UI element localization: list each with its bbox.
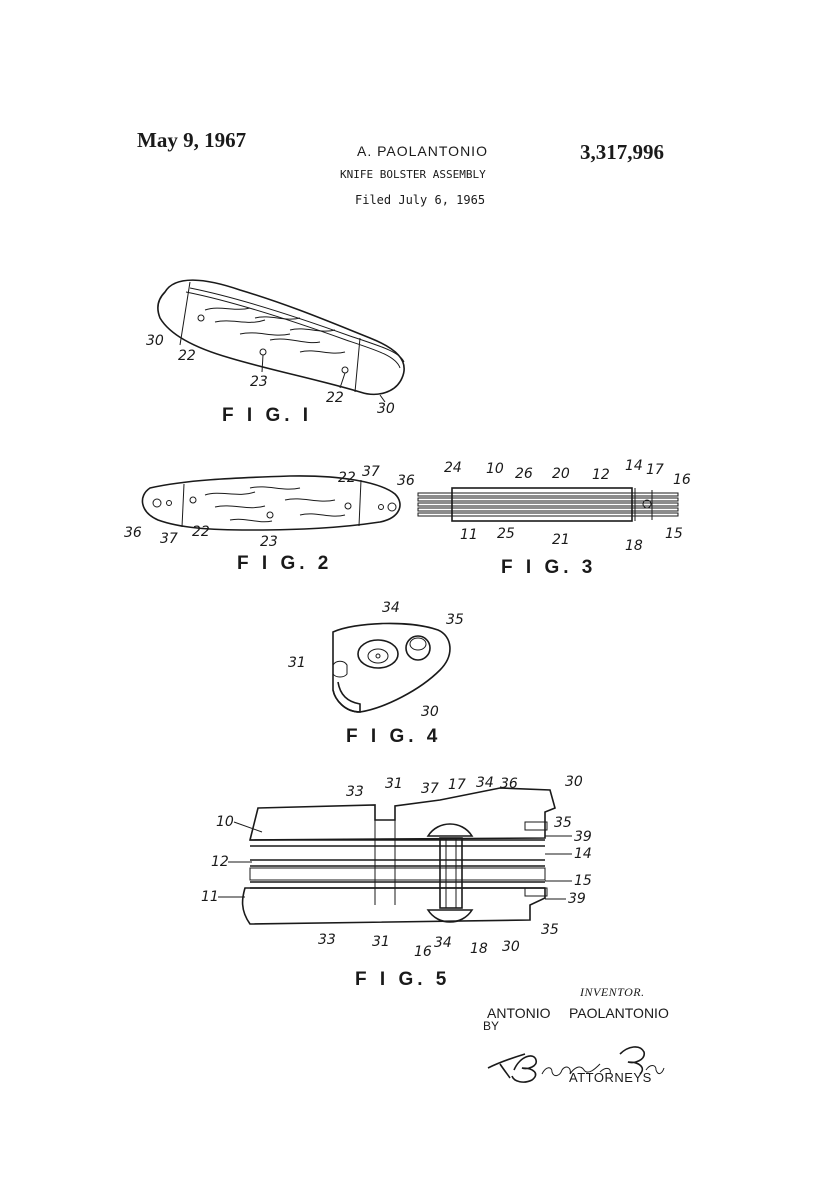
figure-4-label: F I G. 4: [346, 726, 442, 747]
by-label: BY: [483, 1019, 500, 1033]
figure-2-label: F I G. 2: [237, 553, 333, 574]
fig5-ref-37: 37: [421, 781, 439, 797]
fig4-ref-30: 30: [421, 704, 439, 720]
fig5-ref-14: 14: [574, 846, 592, 862]
fig2-ref-37b: 37: [160, 531, 178, 547]
fig2-ref-37a: 37: [362, 464, 380, 480]
fig1-ref-22b: 22: [326, 390, 344, 406]
fig5-ref-10: 10: [216, 814, 234, 830]
patent-date: May 9, 1967: [137, 128, 247, 152]
filed-date: Filed July 6, 1965: [355, 193, 486, 207]
fig2-ref-22b: 22: [192, 524, 210, 540]
fig1-ref-22a: 22: [178, 348, 196, 364]
figure-3-drawing: [417, 487, 679, 522]
fig5-ref-18: 18: [470, 941, 488, 957]
fig5-ref-16: 16: [414, 944, 432, 960]
fig5-ref-35b: 35: [541, 922, 559, 938]
fig5-ref-33b: 33: [318, 932, 336, 948]
fig5-ref-36: 36: [500, 776, 518, 792]
fig5-ref-31b: 31: [372, 934, 390, 950]
inventor-first-name: ANTONIO: [487, 1005, 551, 1021]
fig1-ref-30b: 30: [377, 401, 395, 417]
patent-title: KNIFE BOLSTER ASSEMBLY: [340, 168, 486, 181]
fig3-ref-26: 26: [515, 466, 533, 482]
fig1-ref-30a: 30: [146, 333, 164, 349]
fig2-ref-36a: 36: [397, 473, 415, 489]
inventor-header: A. PAOLANTONIO: [357, 143, 488, 159]
figure-5-label: F I G. 5: [355, 969, 451, 990]
fig3-ref-15: 15: [665, 526, 683, 542]
fig5-ref-17: 17: [448, 777, 466, 793]
fig3-ref-21: 21: [552, 532, 570, 548]
fig3-ref-14: 14: [625, 458, 643, 474]
fig5-ref-34b: 34: [434, 935, 452, 951]
fig5-ref-34a: 34: [476, 775, 494, 791]
fig5-ref-39b: 39: [568, 891, 586, 907]
fig4-ref-34: 34: [382, 600, 400, 616]
fig2-ref-22a: 22: [338, 470, 356, 486]
fig4-ref-35: 35: [446, 612, 464, 628]
fig2-ref-23: 23: [260, 534, 278, 550]
fig3-ref-10: 10: [486, 461, 504, 477]
attorney-signature: [487, 1046, 665, 1083]
attorneys-label: ATTORNEYS: [569, 1070, 652, 1085]
inventor-label: INVENTOR.: [580, 985, 645, 999]
fig5-ref-11: 11: [201, 889, 219, 905]
fig5-ref-31a: 31: [385, 776, 403, 792]
figure-4-drawing: [332, 622, 451, 713]
patent-number: 3,317,996: [580, 140, 664, 164]
fig5-ref-35a: 35: [554, 815, 572, 831]
fig5-ref-39a: 39: [574, 829, 592, 845]
fig5-ref-15: 15: [574, 873, 592, 889]
fig5-ref-33a: 33: [346, 784, 364, 800]
fig3-ref-16: 16: [673, 472, 691, 488]
figure-1-drawing: [157, 279, 405, 396]
figure-3-label: F I G. 3: [501, 557, 597, 578]
fig1-ref-23: 23: [250, 374, 268, 390]
inventor-last-name: PAOLANTONIO: [569, 1005, 669, 1021]
fig3-ref-17: 17: [646, 462, 664, 478]
fig3-ref-11: 11: [460, 527, 478, 543]
fig3-ref-18: 18: [625, 538, 643, 554]
fig3-ref-25: 25: [497, 526, 515, 542]
fig3-ref-20: 20: [552, 466, 570, 482]
fig3-ref-12: 12: [592, 467, 610, 483]
fig2-ref-36b: 36: [124, 525, 142, 541]
fig5-ref-30a: 30: [565, 774, 583, 790]
fig4-ref-31: 31: [288, 655, 306, 671]
fig5-ref-12: 12: [211, 854, 229, 870]
figure-5-drawing: [241, 787, 556, 925]
fig3-ref-24: 24: [444, 460, 462, 476]
figure-1-label: F I G. I: [222, 405, 313, 426]
figure-2-drawing: [141, 475, 401, 531]
fig5-ref-30b: 30: [502, 939, 520, 955]
